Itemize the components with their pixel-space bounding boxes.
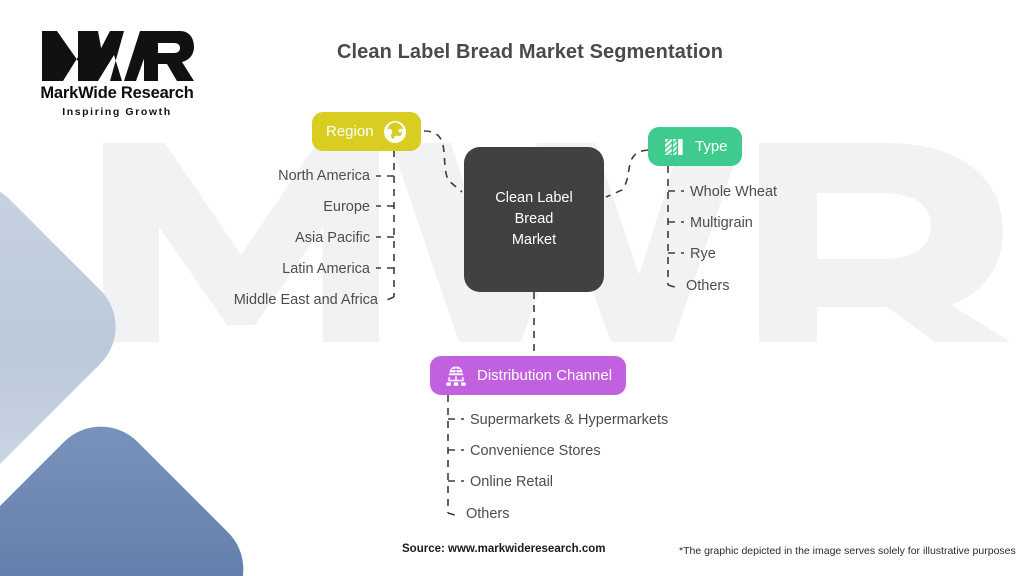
leaf-distribution-3[interactable]: Others [466,506,510,522]
distribution-stub-3 [447,512,459,517]
distribution-network-icon [444,364,468,388]
leaf-type-0[interactable]: Whole Wheat [690,184,778,200]
leaf-type-2[interactable]: Rye [690,246,716,262]
globe-icon [383,120,407,144]
leaf-distribution-0[interactable]: Supermarkets & Hypermarkets [470,412,669,428]
decorative-shape-dark [0,405,265,576]
branch-label-region: Region [326,123,374,140]
mwr-monogram-icon [42,31,194,81]
branch-label-distribution: Distribution Channel [477,367,613,384]
bread-slices-icon [662,135,686,159]
leaf-distribution-1[interactable]: Convenience Stores [470,443,601,459]
branch-badge-distribution[interactable]: Distribution Channel [430,356,627,395]
leaf-region-3[interactable]: Latin America [282,261,370,277]
decorative-shape-light [0,162,138,506]
leaf-region-1[interactable]: Europe [323,199,370,215]
logo-tagline: Inspiring Growth [62,106,172,118]
disclaimer-text: *The graphic depicted in the image serve… [679,545,1016,557]
connector-region-to-center [423,130,463,193]
leaf-region-0[interactable]: North America [278,168,370,184]
leaf-region-2[interactable]: Asia Pacific [295,230,370,246]
branch-label-type: Type [695,138,728,155]
region-stub-4 [383,296,395,302]
center-node-label: Clean Label Bread Market [495,190,573,248]
connector-type-to-center [605,149,649,198]
company-logo: MarkWide Research Inspiring Growth [28,27,206,118]
center-node[interactable]: Clean Label Bread Market [464,147,604,292]
branch-badge-region[interactable]: Region [312,112,421,151]
logo-company-name: MarkWide Research [40,84,194,102]
type-stub-3 [667,284,679,289]
leaf-region-4[interactable]: Middle East and Africa [233,292,378,308]
leaf-distribution-2[interactable]: Online Retail [470,474,554,490]
source-text[interactable]: Source: www.markwideresearch.com [402,543,606,555]
branch-badge-type[interactable]: Type [648,127,742,166]
leaf-type-1[interactable]: Multigrain [690,215,753,231]
page-title: Clean Label Bread Market Segmentation [336,41,724,63]
leaf-type-3[interactable]: Others [686,278,730,294]
